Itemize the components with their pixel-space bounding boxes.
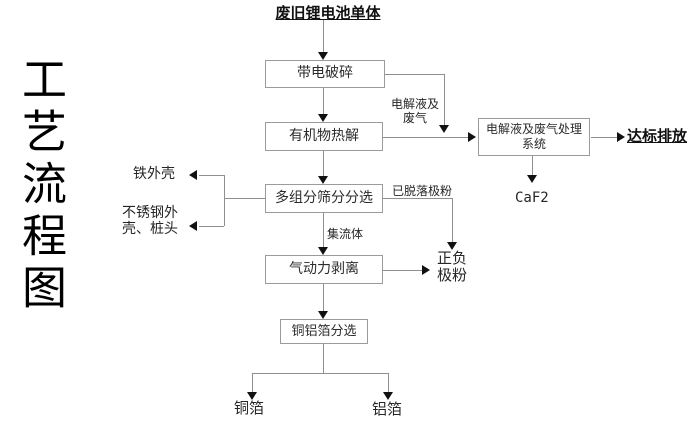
edge-label-current-collector: 集流体: [327, 227, 364, 241]
output-iron-shell: 铁外壳: [133, 167, 175, 182]
edge-label-detached-electrode-powder: 已脱落极粉: [392, 184, 453, 198]
arrow-head: [439, 125, 449, 133]
connector: [224, 175, 225, 226]
connector: [383, 137, 468, 138]
output-aluminum-foil: 铝箔: [372, 402, 403, 418]
node-label: 电解液及废气处理系统: [485, 122, 582, 151]
node-aerodynamic-stripping: 气动力剥离: [265, 255, 383, 284]
node-label: 气动力剥离: [289, 261, 359, 277]
node-label: 带电破碎: [297, 66, 353, 82]
arrow-head: [527, 175, 537, 183]
arrow-head: [468, 132, 476, 142]
arrow-head: [318, 247, 328, 255]
arrow-head: [318, 311, 328, 319]
connector: [323, 88, 324, 114]
arrow-head: [318, 52, 328, 60]
connector: [383, 198, 452, 199]
connector: [323, 20, 324, 52]
connector: [385, 74, 444, 75]
node-electrolyte-gas-treatment: 电解液及废气处理系统: [478, 118, 590, 156]
connector: [224, 198, 265, 199]
connector: [199, 226, 224, 227]
connector: [252, 373, 389, 374]
arrow-head: [318, 176, 328, 184]
node-live-crushing: 带电破碎: [265, 60, 385, 88]
connector: [323, 344, 324, 373]
arrow-head: [189, 221, 197, 231]
vertical-page-title: 工艺流程图: [15, 56, 65, 316]
edge-label-electrolyte-and-waste-gas: 电解液及废气: [390, 97, 439, 126]
connector: [199, 175, 224, 176]
output-positive-negative-electrode-powder: 正负极粉: [437, 251, 468, 285]
connector: [323, 284, 324, 311]
connector: [383, 270, 422, 271]
node-label: 有机物热解: [289, 128, 359, 144]
arrow-head: [617, 132, 625, 142]
connector: [388, 373, 389, 392]
source-label: 废旧锂电池单体: [275, 6, 381, 22]
output-caf2: CaF2: [515, 190, 549, 206]
connector: [323, 213, 324, 247]
output-compliant-discharge: 达标排放: [627, 129, 688, 145]
arrow-head: [383, 392, 393, 400]
node-multi-component-screening: 多组分筛分分选: [265, 184, 383, 213]
connector: [591, 137, 617, 138]
arrow-head: [189, 170, 197, 180]
connector: [252, 373, 253, 392]
node-organic-pyrolysis: 有机物热解: [265, 122, 383, 151]
output-copper-foil: 铜箔: [234, 401, 265, 417]
output-stainless-steel-shell-posts: 不锈钢外壳、桩头: [122, 206, 178, 238]
node-label: 多组分筛分分选: [275, 190, 373, 206]
arrow-head: [318, 114, 328, 122]
arrow-head: [447, 242, 457, 250]
arrow-head: [247, 392, 257, 400]
node-label: 铜铝箔分选: [291, 323, 357, 339]
connector: [323, 151, 324, 176]
node-cu-al-foil-sorting: 铜铝箔分选: [280, 319, 368, 344]
connector: [444, 74, 445, 125]
arrow-head: [422, 265, 430, 275]
connector: [452, 198, 453, 242]
connector: [532, 156, 533, 175]
